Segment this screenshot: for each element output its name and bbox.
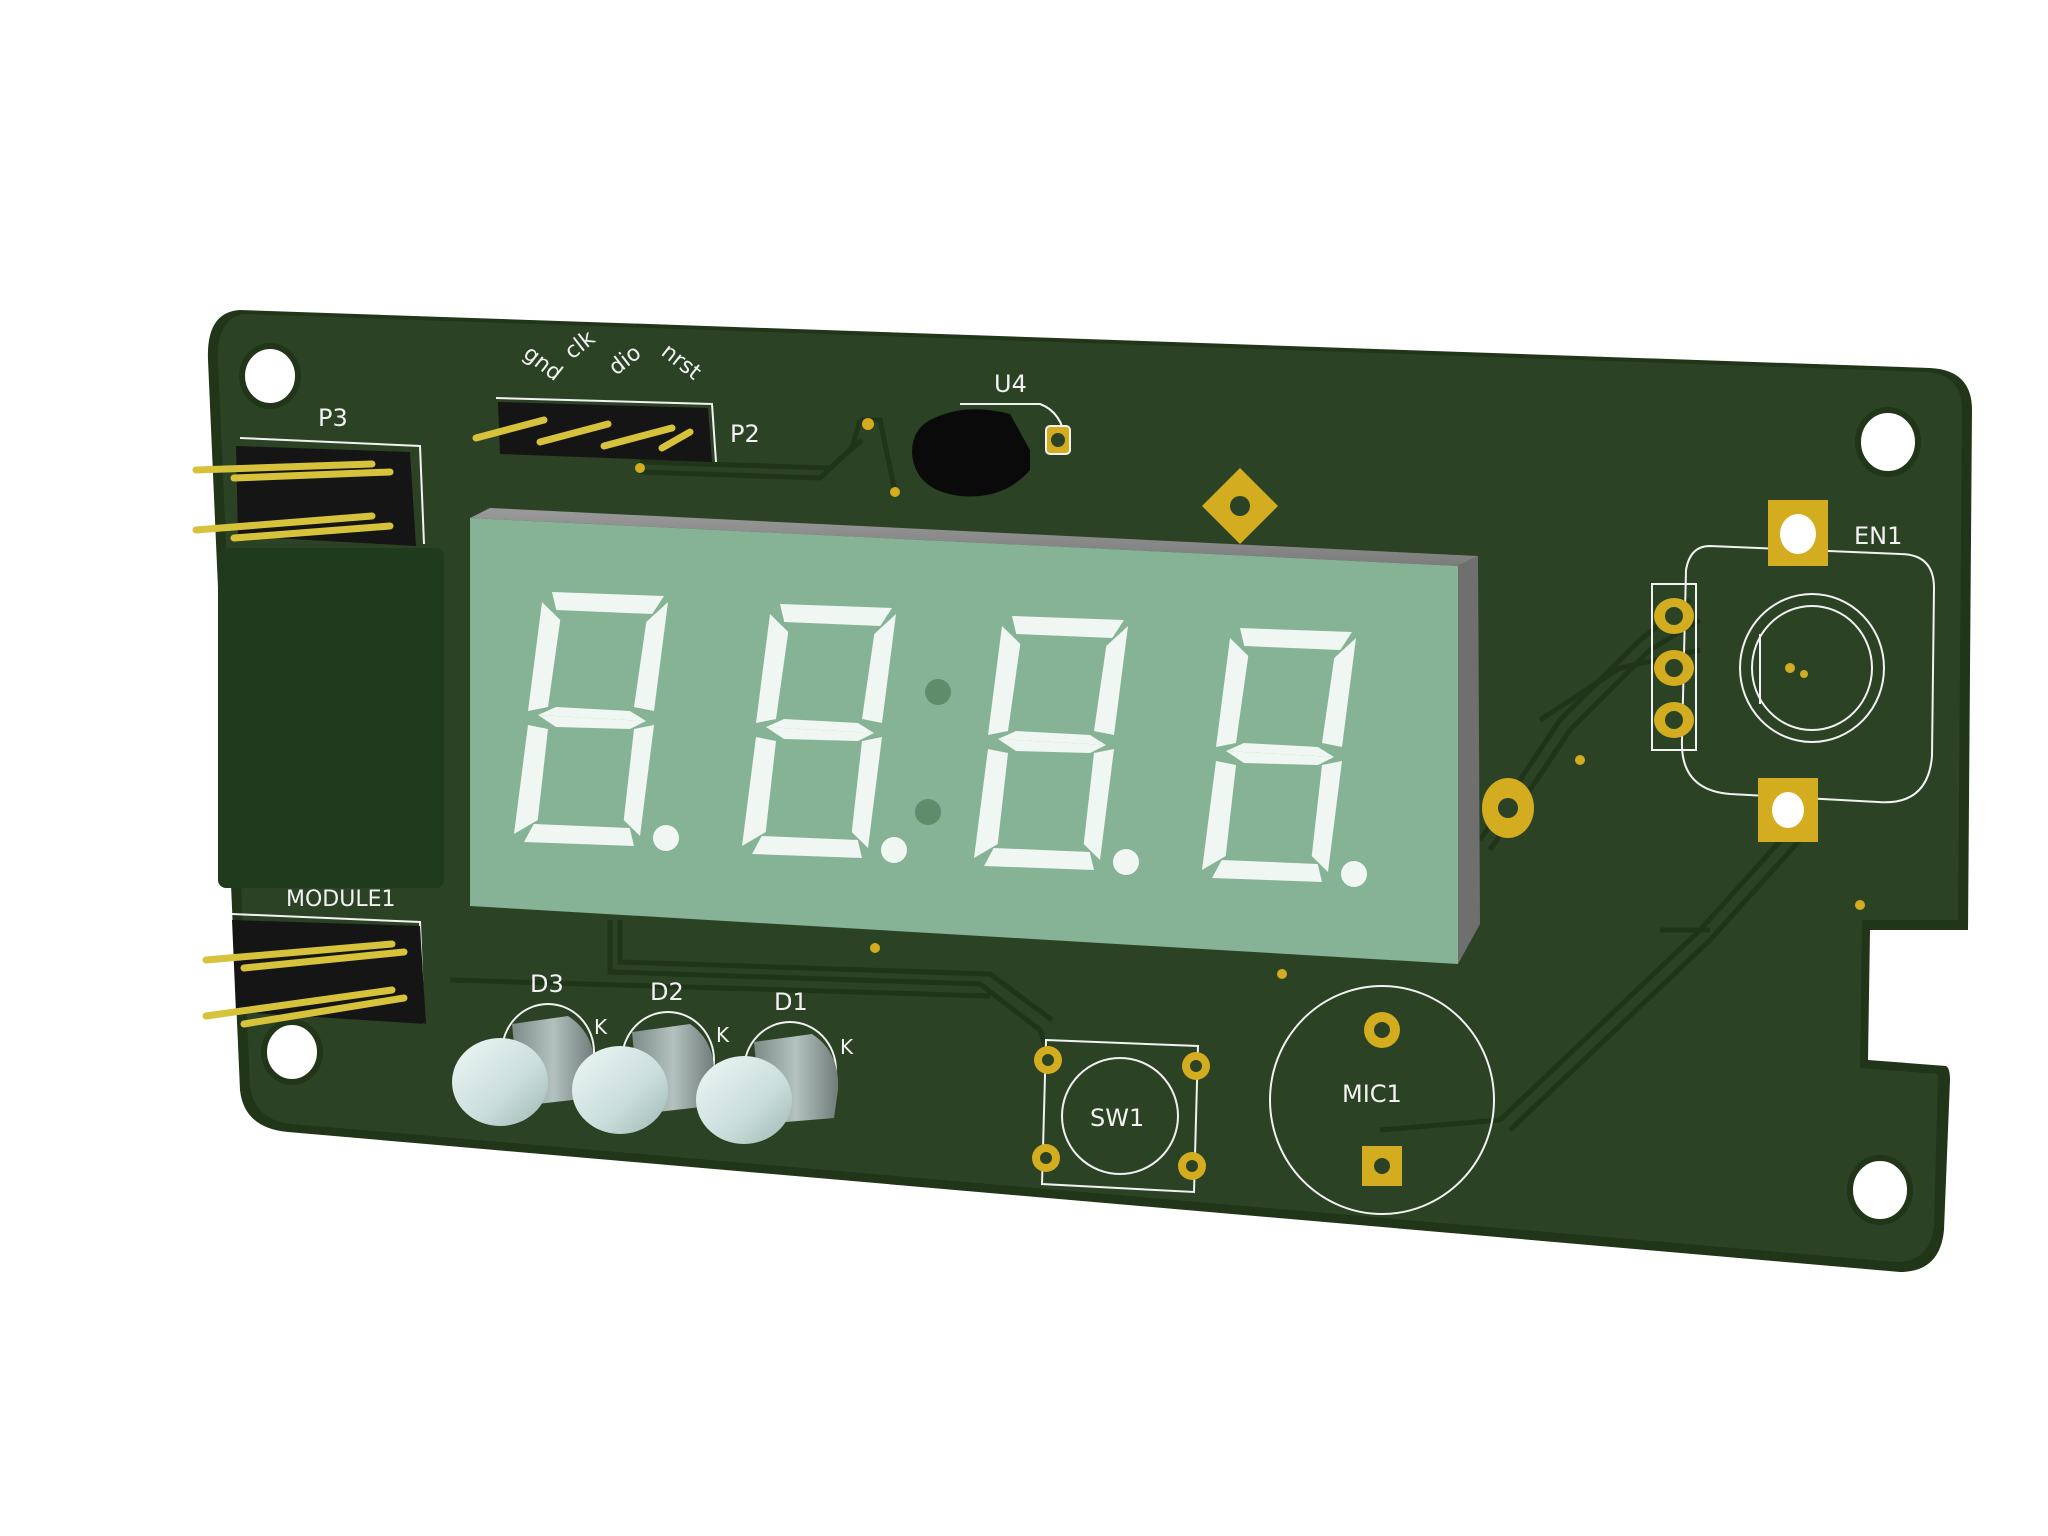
segment-c bbox=[1311, 761, 1342, 872]
segment-e bbox=[1202, 761, 1236, 870]
decimal-point bbox=[1113, 849, 1139, 875]
colon-dot-lower bbox=[915, 799, 941, 825]
via bbox=[635, 463, 645, 473]
segment-f bbox=[1216, 638, 1249, 747]
segment-c bbox=[1083, 749, 1114, 860]
decimal-point bbox=[1341, 861, 1367, 887]
mounting-hole-bottom-left bbox=[261, 1019, 323, 1085]
label-en1: EN1 bbox=[1854, 522, 1902, 550]
tactile-switch-sw1: SW1 bbox=[1032, 1038, 1210, 1194]
via bbox=[1800, 670, 1808, 678]
segment-d bbox=[524, 824, 634, 846]
rotary-encoder-en1: EN1 bbox=[1651, 500, 1936, 842]
label-p3: P3 bbox=[318, 404, 348, 432]
to92-transistor-icon bbox=[912, 409, 1030, 497]
segment-g bbox=[538, 707, 646, 721]
label-u4: U4 bbox=[994, 370, 1027, 398]
via bbox=[1785, 663, 1795, 673]
via bbox=[1575, 755, 1585, 765]
label-d2: D2 bbox=[650, 978, 684, 1006]
transistor-u4: U4 bbox=[912, 370, 1071, 497]
decimal-point bbox=[653, 825, 679, 851]
segment-g bbox=[998, 731, 1106, 745]
display-side-face bbox=[1458, 556, 1480, 964]
segment-a bbox=[1240, 628, 1352, 650]
rotary-encoder-icon bbox=[1680, 544, 1936, 804]
display-top-face bbox=[470, 508, 1478, 566]
tactile-switch-icon bbox=[1040, 1038, 1200, 1194]
label-module1: MODULE1 bbox=[286, 887, 396, 912]
microphone-mic1: MIC1 bbox=[1269, 985, 1495, 1215]
segment-g bbox=[1226, 743, 1334, 757]
mounting-holes bbox=[239, 343, 1921, 1225]
segment-a bbox=[1012, 616, 1124, 638]
label-k1: K bbox=[840, 1035, 854, 1059]
segment-d bbox=[752, 836, 862, 858]
segment-e bbox=[974, 749, 1008, 858]
mounting-hole-top-right bbox=[1855, 407, 1921, 477]
colon-dot-upper bbox=[925, 679, 951, 705]
via bbox=[870, 943, 880, 953]
segment-a bbox=[780, 604, 892, 626]
label-d1: D1 bbox=[774, 988, 808, 1016]
segment-c bbox=[623, 725, 654, 836]
mounting-hole-bottom-right bbox=[1847, 1155, 1913, 1225]
segment-g-lower bbox=[538, 715, 646, 729]
segment-f bbox=[756, 614, 789, 723]
segment-b bbox=[862, 614, 896, 723]
segment-f bbox=[988, 626, 1021, 735]
segment-b bbox=[1094, 626, 1128, 735]
via bbox=[890, 487, 900, 497]
header-p3: P3 bbox=[192, 404, 425, 546]
segment-d bbox=[1212, 860, 1322, 882]
led-d2: D2 K bbox=[572, 978, 730, 1134]
led-d1: D1 K bbox=[696, 988, 854, 1144]
seven-segment-display bbox=[470, 508, 1480, 964]
segment-g-lower bbox=[1226, 751, 1334, 765]
segment-c bbox=[851, 737, 882, 848]
label-mic1: MIC1 bbox=[1342, 1080, 1402, 1108]
microphone-icon bbox=[1269, 985, 1495, 1215]
module-area bbox=[218, 548, 444, 888]
via bbox=[1277, 969, 1287, 979]
segment-a bbox=[552, 592, 664, 614]
vias bbox=[635, 418, 1865, 979]
segment-b bbox=[1322, 638, 1356, 747]
mounting-hole-top-left bbox=[239, 343, 301, 409]
seven-segment-display-icon bbox=[514, 592, 1367, 887]
label-p2: P2 bbox=[730, 420, 760, 448]
label-k3: K bbox=[594, 1015, 608, 1039]
segment-g-lower bbox=[998, 739, 1106, 753]
decimal-point bbox=[881, 837, 907, 863]
test-pad-right bbox=[1482, 778, 1534, 838]
label-d3: D3 bbox=[530, 970, 564, 998]
segment-g bbox=[766, 719, 874, 733]
segment-g-lower bbox=[766, 727, 874, 741]
display-front-face bbox=[470, 518, 1458, 964]
via bbox=[862, 418, 874, 430]
segment-d bbox=[984, 848, 1094, 870]
test-pad-diamond bbox=[1202, 468, 1278, 544]
header-p2: gnd clk dio nrst P2 bbox=[472, 326, 760, 463]
label-sw1: SW1 bbox=[1090, 1104, 1144, 1132]
segment-b bbox=[634, 602, 668, 711]
segment-f bbox=[528, 602, 561, 711]
label-k2: K bbox=[716, 1023, 730, 1047]
segment-e bbox=[514, 725, 548, 834]
header-module1: MODULE1 bbox=[202, 887, 426, 1028]
via bbox=[1855, 900, 1865, 910]
segment-e bbox=[742, 737, 776, 846]
